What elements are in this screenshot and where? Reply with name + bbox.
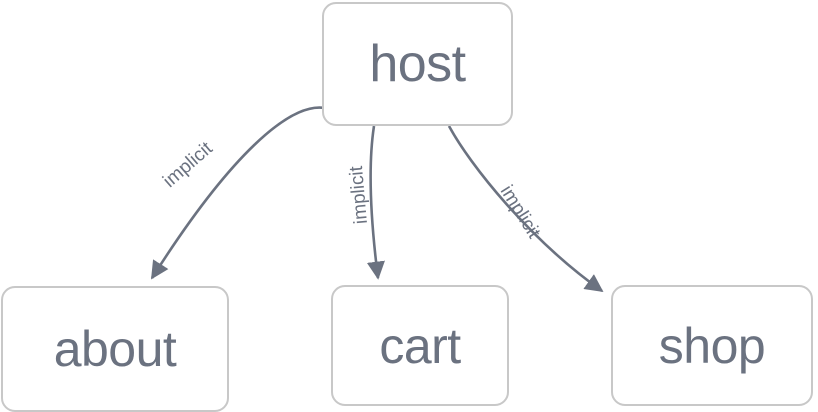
- node-shop[interactable]: shop: [611, 285, 813, 406]
- node-about[interactable]: about: [1, 286, 229, 412]
- node-host[interactable]: host: [322, 2, 513, 126]
- node-cart-label: cart: [379, 317, 461, 374]
- node-host-label: host: [369, 35, 466, 93]
- edge-host-shop: [447, 125, 604, 293]
- edge-label-host-cart: implicit: [346, 165, 372, 225]
- node-cart[interactable]: cart: [331, 285, 509, 406]
- node-about-label: about: [53, 321, 177, 377]
- node-shop-label: shop: [658, 317, 766, 374]
- edge-host-about: [150, 106, 326, 280]
- edge-host-cart: [366, 125, 385, 280]
